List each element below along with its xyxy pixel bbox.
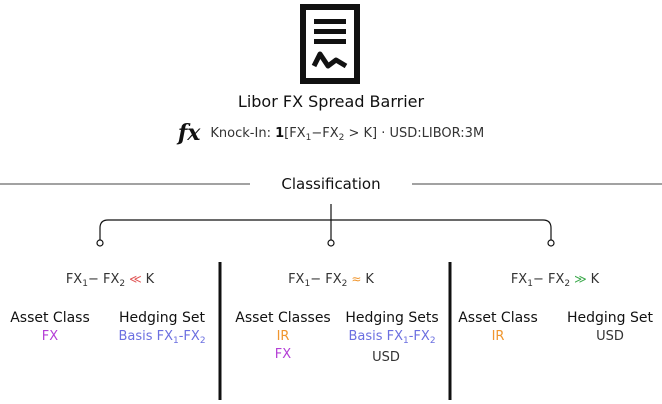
page-title: Libor FX Spread Barrier (237, 92, 425, 111)
formula-sub2: 2 (338, 133, 345, 143)
branch-node-3 (547, 239, 555, 247)
formula-rest: > K] (344, 126, 378, 141)
branch-bracket (99, 219, 552, 240)
basis-sub1: 1 (173, 336, 179, 346)
branch-1-asset-fx: FX (41, 329, 59, 344)
branch-2-hedging-usd: USD (372, 350, 400, 365)
branch-1-condition: FX1− FX2≪K (0, 272, 220, 289)
branch-2-col2-header: Hedging Sets (345, 310, 439, 326)
cond-a-sub: 1 (527, 279, 533, 289)
branch-2-asset-fx: FX (274, 347, 292, 362)
cond-b-sub: 2 (119, 279, 126, 289)
cond-operator: ≈ (351, 272, 362, 286)
cond-k: K (365, 272, 374, 287)
branch-2-asset-ir: IR (276, 329, 290, 344)
branch-3-hedging-usd: USD (596, 329, 624, 344)
section-title: Classification (281, 175, 381, 193)
cond-k: K (145, 272, 155, 287)
branch-2-col1-header: Asset Classes (235, 310, 331, 326)
basis-sub2: 2 (199, 336, 206, 346)
branch-2-hedging-basis: Basis FX1-FX2 (338, 329, 446, 346)
basis-text: Basis FX (118, 329, 173, 344)
branch-1-col1-header: Asset Class (10, 310, 90, 326)
cond-k: K (590, 272, 600, 287)
cond-minus: − FX (310, 272, 342, 287)
cond-minus: − FX (532, 272, 565, 287)
branch-node-2 (327, 239, 335, 247)
formula-indicator: 1 (275, 126, 285, 141)
formula-prefix: Knock-In: (210, 126, 276, 141)
basis-mid: -FX (178, 329, 200, 344)
formula-sub1: 1 (305, 133, 312, 143)
branch-2-condition: FX1− FX2≈K (221, 272, 441, 289)
cond-operator: ≪ (129, 272, 142, 286)
branch-1-hedging-basis: Basis FX1-FX2 (108, 329, 216, 346)
cond-minus: − FX (87, 272, 120, 287)
formula-minus: −FX (311, 126, 339, 141)
fx-icon: fx (177, 120, 201, 146)
basis-sub2: 2 (429, 336, 436, 346)
document-icon (300, 4, 360, 84)
formula-suffix: · USD:LIBOR:3M (377, 126, 485, 141)
branch-1-col2-header: Hedging Set (118, 310, 205, 326)
branch-3-col2-header: Hedging Set (566, 310, 653, 326)
cond-a: FX (65, 272, 83, 287)
cond-a: FX (288, 272, 305, 287)
basis-text: Basis FX (348, 329, 403, 344)
branch-node-1 (96, 239, 104, 247)
branch-3-col1-header: Asset Class (458, 310, 538, 326)
cond-a: FX (510, 272, 528, 287)
branch-3-condition: FX1− FX2≫K (445, 272, 662, 289)
cond-b-sub: 2 (564, 279, 571, 289)
branch-3-asset-ir: IR (491, 329, 505, 344)
cond-b-sub: 2 (341, 279, 348, 289)
cond-a-sub: 1 (82, 279, 88, 289)
cond-a-sub: 1 (304, 279, 311, 289)
basis-mid: -FX (408, 329, 430, 344)
basis-sub1: 1 (403, 336, 409, 346)
formula-open: [FX (284, 126, 306, 141)
cond-operator: ≫ (574, 272, 587, 286)
